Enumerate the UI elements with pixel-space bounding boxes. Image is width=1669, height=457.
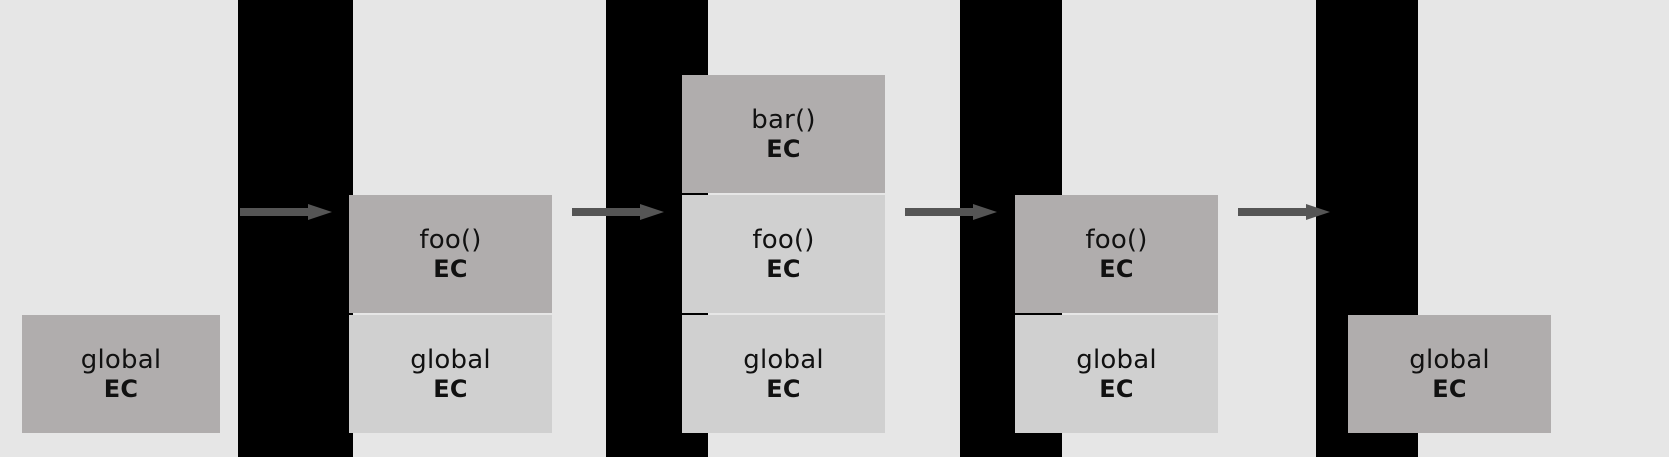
ec-frame-function-label: foo() bbox=[419, 224, 482, 255]
ec-frame-function-label: foo() bbox=[1085, 224, 1148, 255]
ec-frame-function-label: global bbox=[410, 344, 491, 375]
ec-frame-function-label: global bbox=[743, 344, 824, 375]
ec-frame-bar-3[interactable]: bar()EC bbox=[682, 75, 885, 193]
ec-frame-foo-4[interactable]: foo()EC bbox=[1015, 195, 1218, 313]
arrow-step-2-to-3 bbox=[572, 204, 664, 220]
ec-frame-ec-label: EC bbox=[103, 375, 139, 404]
ec-frame-function-label: global bbox=[1076, 344, 1157, 375]
arrow-step-1-to-2 bbox=[240, 204, 332, 220]
arrow-step-3-to-4 bbox=[905, 204, 997, 220]
ec-frame-function-label: foo() bbox=[752, 224, 815, 255]
ec-frame-ec-label: EC bbox=[1432, 375, 1467, 404]
ec-frame-ec-label: EC bbox=[766, 375, 801, 404]
ec-frame-function-label: global bbox=[1409, 344, 1490, 375]
ec-frame-foo-2[interactable]: foo()EC bbox=[349, 195, 552, 313]
gap-separator-1 bbox=[238, 0, 353, 457]
ec-frame-ec-label: EC bbox=[766, 255, 801, 284]
ec-frame-ec-label: EC bbox=[1099, 375, 1134, 404]
ec-frame-foo-3[interactable]: foo()EC bbox=[682, 195, 885, 313]
ec-frame-function-label: global bbox=[80, 344, 162, 375]
ec-frame-ec-label: EC bbox=[1099, 255, 1134, 284]
ec-frame-ec-label: EC bbox=[766, 135, 801, 164]
ec-frame-function-label: bar() bbox=[751, 104, 816, 135]
arrow-step-4-to-5 bbox=[1238, 204, 1330, 220]
ec-frame-ec-label: EC bbox=[433, 255, 468, 284]
ec-frame-ec-label: EC bbox=[433, 375, 468, 404]
